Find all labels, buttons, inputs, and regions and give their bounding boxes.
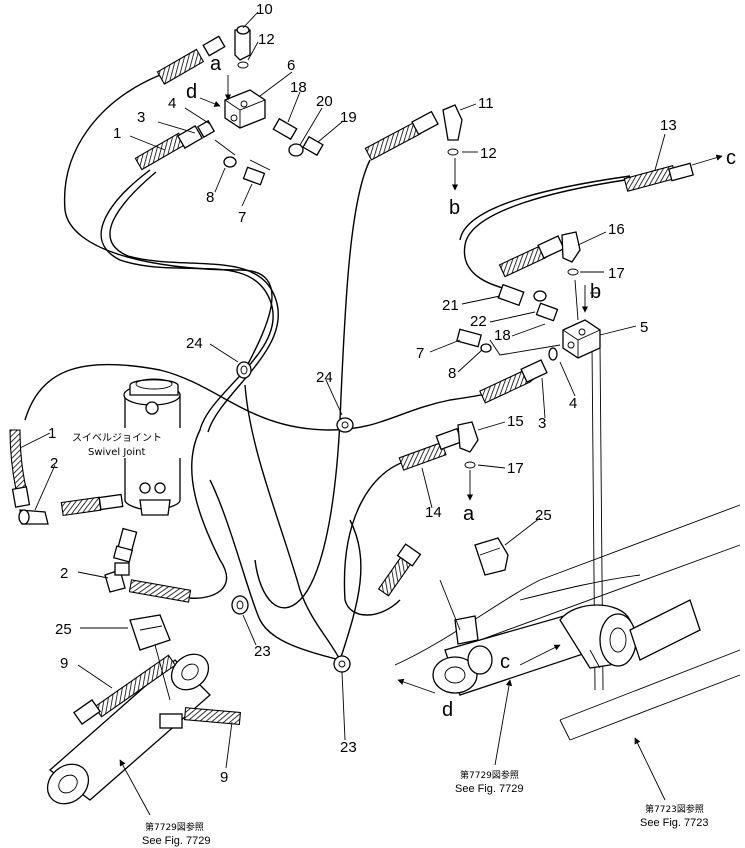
arrow-ref-left	[119, 759, 151, 816]
swivel-joint	[60, 378, 181, 563]
right-assembly	[398, 162, 694, 471]
clamps	[231, 361, 354, 673]
label-4-top: 4	[168, 95, 176, 112]
label-17-lower: 17	[507, 460, 524, 477]
label-6: 6	[287, 57, 295, 74]
label-8-right: 8	[448, 365, 456, 382]
label-2-left: 2	[50, 455, 58, 472]
label-11: 11	[478, 95, 494, 112]
ref-mid-en: See Fig. 7729	[455, 783, 524, 795]
label-21: 21	[442, 297, 459, 314]
hoses	[24, 74, 631, 691]
letter-c-right: c	[726, 147, 736, 169]
ref-right-jp: 第7723図参照	[645, 803, 704, 815]
label-23-left: 23	[254, 643, 271, 660]
label-12-mid: 12	[480, 145, 497, 162]
label-17-right: 17	[608, 265, 625, 282]
label-3-right: 3	[538, 415, 546, 432]
label-18-right: 18	[494, 327, 511, 344]
lower-left-cylinder	[46, 614, 242, 805]
flow-arrows	[119, 75, 723, 816]
letter-d-lower: d	[442, 699, 453, 721]
label-25-left: 25	[55, 621, 72, 638]
letter-a-lower: a	[463, 503, 475, 525]
lower-right-frame	[377, 504, 741, 741]
label-15: 15	[507, 413, 524, 430]
swivel-joint-en: Swivel Joint	[88, 447, 146, 458]
label-19: 19	[340, 109, 357, 126]
arrow-ref-right	[634, 737, 666, 801]
lower-fitting-2	[104, 562, 192, 603]
arrow-c-lower	[519, 644, 561, 666]
label-9-lower: 9	[220, 769, 228, 786]
upper-left-assembly	[134, 25, 324, 186]
label-16: 16	[608, 221, 625, 238]
ref-left-jp: 第7729図参照	[145, 821, 204, 833]
label-2-lower: 2	[60, 565, 68, 582]
part-labels: 10 12 6 4 3 1 18 20 19 8 7 11 12 13 16 1…	[48, 1, 677, 786]
label-20: 20	[316, 93, 333, 110]
label-4-right: 4	[569, 395, 577, 412]
label-24-mid: 24	[316, 369, 333, 386]
left-hose-1	[9, 429, 49, 525]
letter-a-top: a	[210, 53, 222, 75]
swivel-joint-jp: スイベルジョイント	[72, 432, 162, 444]
label-13: 13	[660, 117, 677, 134]
label-9-left: 9	[60, 655, 68, 672]
letter-labels: a d b c b a d c	[186, 53, 736, 721]
label-5: 5	[640, 319, 648, 336]
label-8-top: 8	[206, 189, 214, 206]
figure-refs: 第7729図参照 See Fig. 7729 第7729図参照 See Fig.…	[142, 769, 709, 847]
label-22: 22	[470, 313, 487, 330]
ref-mid-jp: 第7729図参照	[460, 769, 519, 781]
label-1-left: 1	[48, 425, 56, 442]
arrow-d-top	[199, 97, 221, 107]
letter-d-top: d	[186, 81, 197, 103]
ref-right-en: See Fig. 7723	[640, 817, 709, 829]
label-23-lower: 23	[340, 739, 357, 756]
label-12-top: 12	[258, 31, 275, 48]
middle-upper-assembly	[364, 104, 463, 161]
label-24-left: 24	[186, 335, 203, 352]
label-18-top: 18	[290, 79, 307, 96]
label-14: 14	[425, 504, 442, 521]
arrow-ref-mid	[494, 679, 513, 766]
label-7-right: 7	[416, 345, 424, 362]
ref-left-en: See Fig. 7729	[142, 835, 211, 847]
arrow-d-lower	[397, 678, 436, 694]
label-10: 10	[256, 1, 273, 18]
swivel-joint-label: スイベルジョイント Swivel Joint	[68, 428, 188, 458]
letter-b-right: b	[590, 281, 601, 303]
arrow-c-right	[691, 154, 723, 166]
label-3-top: 3	[137, 109, 145, 126]
label-1-top: 1	[113, 125, 121, 142]
letter-c-lower: c	[500, 651, 510, 673]
letter-b-mid: b	[449, 197, 460, 219]
leader-lines	[19, 11, 666, 769]
label-25-right: 25	[535, 507, 552, 524]
label-7-top: 7	[238, 209, 246, 226]
